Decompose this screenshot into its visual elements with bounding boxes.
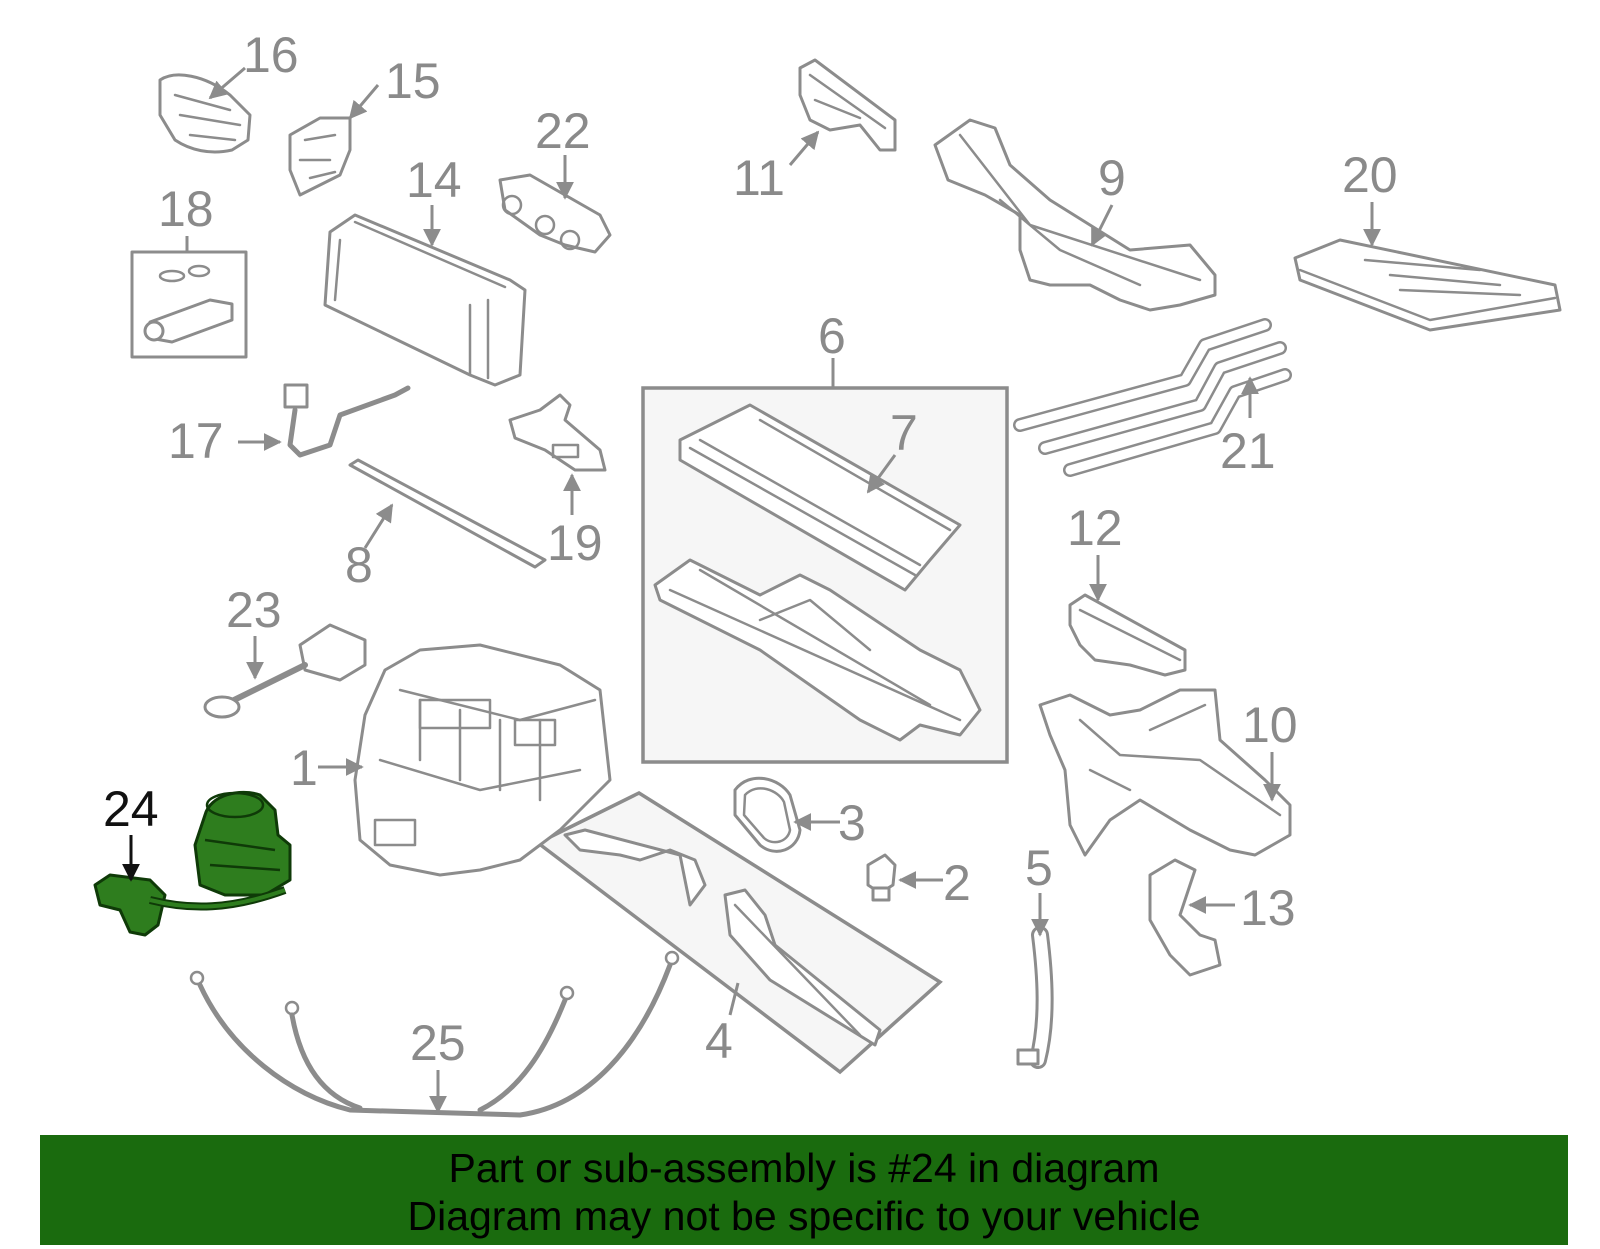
label-19: 19	[547, 515, 603, 571]
part-24[interactable]	[93, 790, 292, 937]
leader-lines	[122, 66, 1381, 1114]
label-5: 5	[1025, 840, 1053, 896]
label-4: 4	[705, 1013, 733, 1069]
label-24: 24	[103, 781, 159, 837]
label-23: 23	[226, 582, 282, 638]
part-8[interactable]	[348, 458, 547, 569]
label-25: 25	[410, 1015, 466, 1071]
label-16: 16	[243, 27, 299, 83]
banner-line-2: Diagram may not be specific to your vehi…	[407, 1193, 1201, 1239]
part-12[interactable]	[1068, 593, 1187, 677]
label-7: 7	[890, 405, 918, 461]
info-banner: Part or sub-assembly is #24 in diagram D…	[40, 1135, 1568, 1245]
part-4[interactable]	[563, 828, 882, 1047]
label-22: 22	[535, 103, 591, 159]
part-5[interactable]	[1016, 926, 1054, 1069]
label-14: 14	[406, 152, 462, 208]
part-2[interactable]	[866, 853, 897, 902]
part-6[interactable]	[653, 558, 982, 742]
part-18[interactable]	[143, 264, 234, 344]
part-10[interactable]	[1038, 688, 1292, 857]
part-16[interactable]	[158, 73, 252, 154]
label-10: 10	[1242, 697, 1298, 753]
part-15[interactable]	[288, 116, 352, 197]
part-20[interactable]	[1293, 238, 1562, 332]
part-9[interactable]	[933, 118, 1217, 312]
label-21: 21	[1220, 423, 1276, 479]
label-8: 8	[345, 537, 373, 593]
part-19[interactable]	[508, 393, 607, 472]
part-11[interactable]	[798, 58, 897, 152]
part-23[interactable]	[203, 623, 367, 719]
label-20: 20	[1342, 147, 1398, 203]
part-1[interactable]	[353, 643, 612, 877]
part-13[interactable]	[1148, 858, 1222, 977]
label-17: 17	[168, 413, 224, 469]
label-2: 2	[943, 855, 971, 911]
part-21[interactable]	[1013, 318, 1292, 477]
part-17[interactable]	[283, 383, 411, 458]
part-3[interactable]	[733, 776, 802, 853]
label-1: 1	[290, 740, 318, 796]
label-13: 13	[1240, 880, 1296, 936]
label-9: 9	[1098, 150, 1126, 206]
part-25[interactable]	[189, 950, 680, 1118]
part-22[interactable]	[498, 173, 612, 254]
part-7[interactable]	[678, 403, 962, 592]
label-3: 3	[838, 795, 866, 851]
label-12: 12	[1067, 500, 1123, 556]
label-18: 18	[158, 181, 214, 237]
label-11: 11	[733, 150, 785, 206]
banner-line-1: Part or sub-assembly is #24 in diagram	[448, 1145, 1160, 1191]
label-15: 15	[385, 53, 441, 109]
label-6: 6	[818, 308, 846, 364]
part-14[interactable]	[323, 213, 527, 387]
